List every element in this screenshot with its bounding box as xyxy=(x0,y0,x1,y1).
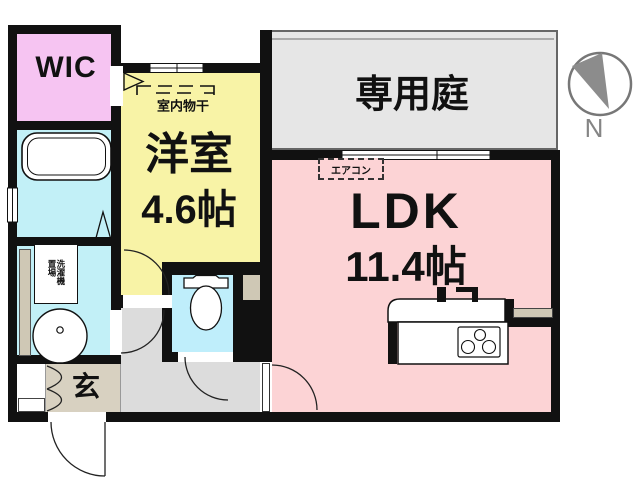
wall-ldk-right xyxy=(551,160,560,412)
ldk-label: LDK xyxy=(350,183,462,239)
wall-outer-left xyxy=(8,25,17,422)
ldk-door-leaf xyxy=(262,363,270,412)
entrance-step xyxy=(18,398,45,412)
wall-garden-bottom xyxy=(260,150,560,160)
wall-wic-top xyxy=(8,25,120,34)
wall-toilet-chunk xyxy=(233,300,272,362)
room-wic xyxy=(17,34,111,121)
room-bath xyxy=(17,130,111,237)
wall-kitchen-left-stub xyxy=(388,314,397,364)
wall-bath-divider xyxy=(8,237,121,246)
wall-wic-bottom xyxy=(8,121,120,130)
washing-machine-label: 洗濯機置場 xyxy=(47,259,66,286)
wall-kitchen-right-stub xyxy=(505,299,514,322)
bedroom-door-opening xyxy=(123,295,172,308)
wall-toilet-top xyxy=(162,262,272,275)
room-ldk xyxy=(272,160,551,412)
wall-entrance-top xyxy=(8,355,121,364)
pipe-shaft xyxy=(243,275,260,300)
bedroom-label: 洋室 xyxy=(145,130,233,179)
drying-note-label: 室内物干 xyxy=(156,98,210,114)
front-door-opening xyxy=(48,412,106,422)
front-door-arc xyxy=(50,421,106,477)
room-toilet xyxy=(172,275,233,352)
aircon-box: エアコン xyxy=(318,158,384,180)
wall-center-vertical xyxy=(260,30,272,362)
aircon-label: エアコン xyxy=(331,165,371,177)
compass-icon: N xyxy=(567,51,633,143)
toilet-door-opening xyxy=(178,352,233,362)
wall-toilet-left xyxy=(162,262,172,362)
ldk-size-label: 11.4帖 xyxy=(345,243,467,290)
entrance-label: 玄 xyxy=(71,371,101,402)
wall-toilet-right xyxy=(233,262,243,302)
north-label: N xyxy=(585,113,604,143)
wic-label: WIC xyxy=(35,51,97,84)
wic-door-opening xyxy=(110,66,123,106)
wall-washroom-right xyxy=(111,130,121,362)
bedroom-size-label: 4.6帖 xyxy=(141,188,237,232)
kitchen-counter-pass xyxy=(513,308,553,318)
washroom-shelf xyxy=(19,249,31,356)
washing-machine-area: 洗濯機置場 xyxy=(34,244,78,304)
wall-bedroom-top xyxy=(111,63,272,73)
garden-fence-line xyxy=(266,38,554,40)
room-private-garden xyxy=(262,30,558,150)
washroom-door-opening xyxy=(110,310,122,355)
garden-label: 専用庭 xyxy=(354,74,470,116)
wall-kitchen-right xyxy=(505,318,560,327)
wall-bottom xyxy=(8,412,560,422)
